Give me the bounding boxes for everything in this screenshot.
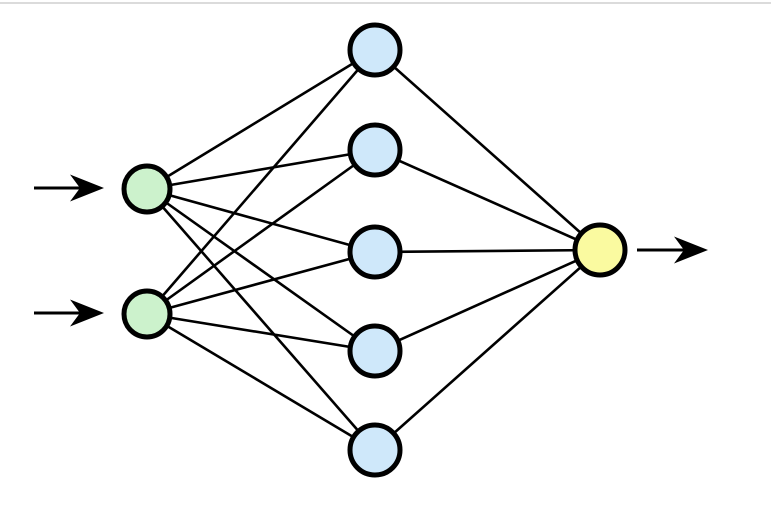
edge-input-node-2-to-hidden-node-2 [146, 148, 376, 316]
input-arrow-1-head [70, 174, 104, 202]
input-node-1 [121, 163, 173, 215]
output-arrow-head [674, 236, 708, 264]
edge-hidden-node-3-to-output-node-1 [374, 248, 601, 254]
edge-hidden-node-5-to-output-node-1 [374, 249, 601, 451]
edge-input-node-1-to-hidden-node-1 [146, 48, 376, 191]
hidden-node-4 [347, 323, 403, 379]
hidden-node-5 [347, 422, 403, 478]
edge-hidden-node-2-to-output-node-1 [374, 148, 601, 252]
edge-input-node-1-to-hidden-node-4 [146, 187, 376, 353]
edge-input-node-2-to-hidden-node-5 [146, 312, 376, 452]
edge-input-node-2-to-hidden-node-4 [146, 312, 376, 353]
edge-input-node-1-to-hidden-node-3 [146, 187, 376, 254]
hidden-node-2 [347, 122, 403, 178]
hidden-node-3 [347, 224, 403, 280]
output-node-1 [572, 222, 628, 278]
edge-input-node-2-to-hidden-node-1 [146, 49, 376, 315]
edge-hidden-node-1-to-output-node-1 [374, 49, 601, 251]
input-node-2 [121, 288, 173, 340]
edge-input-node-2-to-hidden-node-3 [146, 250, 376, 316]
edge-hidden-node-4-to-output-node-1 [374, 248, 601, 353]
edge-input-node-1-to-hidden-node-5 [146, 188, 376, 451]
input-arrow-2-head [70, 299, 104, 327]
top-border-line [0, 2, 771, 4]
hidden-node-1 [347, 22, 403, 78]
edge-input-node-1-to-hidden-node-2 [146, 148, 376, 191]
